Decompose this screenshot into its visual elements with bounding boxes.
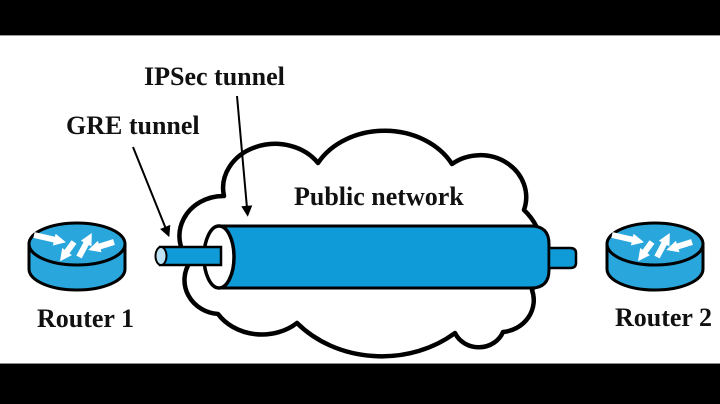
ipsec-pointer-arrow (236, 95, 253, 217)
router2-label: Router 2 (615, 303, 713, 332)
router2-icon (605, 221, 705, 292)
letterbox-bottom (0, 363, 720, 404)
letterbox-top (0, 0, 720, 36)
gre-pointer-arrow (132, 146, 171, 238)
router1-label: Router 1 (37, 304, 135, 333)
router1-icon (27, 221, 127, 292)
ipsec-tunnel-cylinder (217, 224, 551, 290)
gre-tunnel-label: GRE tunnel (66, 111, 200, 140)
public-network-label: Public network (294, 182, 464, 211)
gre-tube-cap (154, 246, 168, 266)
tunnel-right-stub (547, 246, 578, 270)
gre-tunnel-tube (158, 245, 223, 267)
ipsec-tunnel-label: IPSec tunnel (144, 62, 285, 91)
